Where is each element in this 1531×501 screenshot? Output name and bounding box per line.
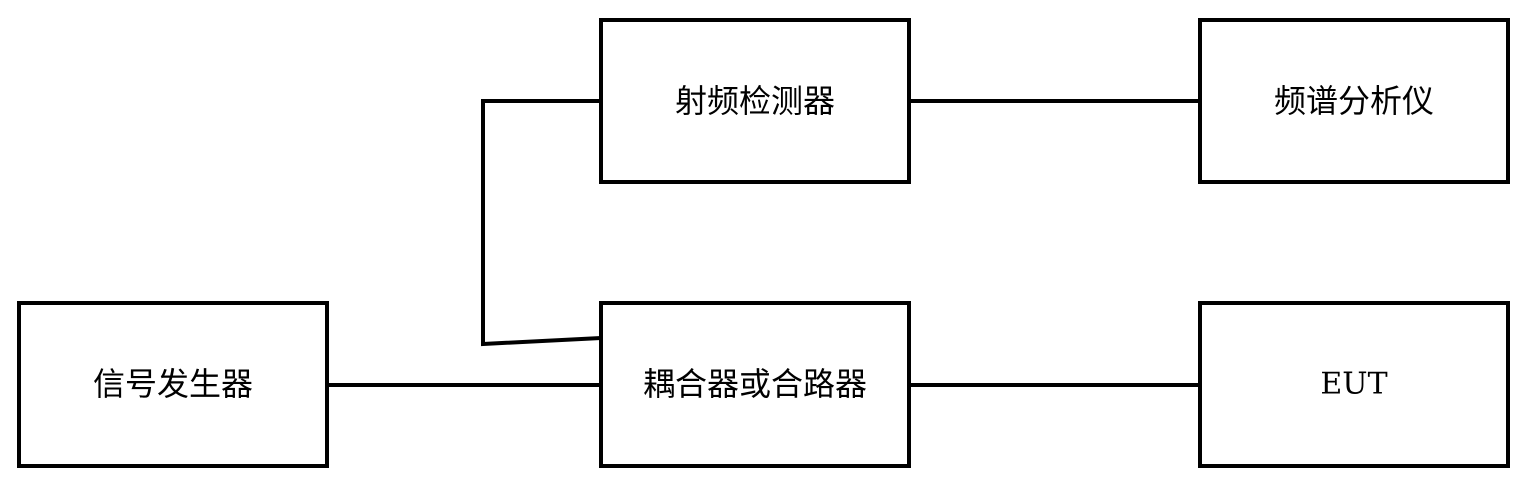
spectrum-analyzer-block: 频谱分析仪 xyxy=(1198,18,1510,184)
connector-detector-to-coupler xyxy=(481,99,602,347)
spectrum-analyzer-box xyxy=(1198,18,1510,184)
signal-generator-label: 信号发生器 xyxy=(93,365,253,403)
rf-detector-block: 射频检测器 xyxy=(599,18,911,184)
rf-detector-box xyxy=(599,18,911,184)
eut-label: EUT xyxy=(1320,367,1387,402)
eut-box xyxy=(1198,301,1510,468)
signal-generator-block: 信号发生器 xyxy=(17,301,329,468)
spectrum-analyzer-label: 频谱分析仪 xyxy=(1274,82,1434,120)
coupler-combiner-box xyxy=(599,301,911,468)
coupler-combiner-label: 耦合器或合路器 xyxy=(643,365,867,403)
eut-block: EUT xyxy=(1198,301,1510,468)
signal-generator-box xyxy=(17,301,329,468)
rf-detector-label: 射频检测器 xyxy=(675,82,835,120)
coupler-combiner-block: 耦合器或合路器 xyxy=(599,301,911,468)
